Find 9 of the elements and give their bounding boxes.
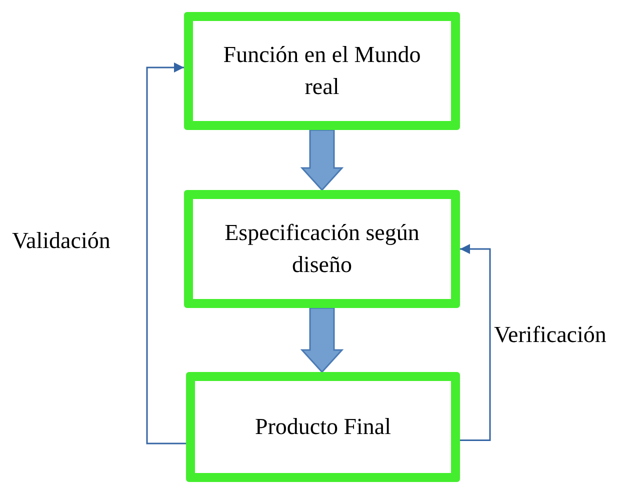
box-label: Función en el Mundo real [222,41,422,101]
box-label: Especificación según diseño [224,219,420,279]
arrow [146,62,186,444]
process-box [186,372,460,482]
process-box [184,190,460,308]
block-arrow [300,129,344,192]
block-arrow [300,307,344,374]
box-label: Producto Final [254,413,392,441]
process-box [184,12,460,130]
